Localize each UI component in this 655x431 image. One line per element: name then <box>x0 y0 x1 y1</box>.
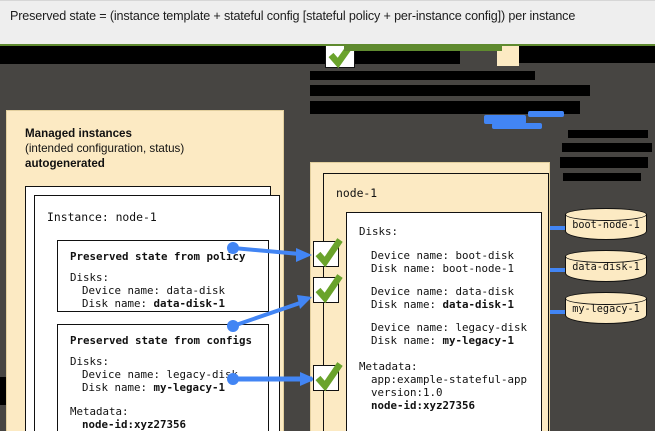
configs-metadata-label: Metadata: <box>70 405 129 418</box>
arrow-line-1 <box>232 246 301 256</box>
node-metadata-label: Metadata: <box>359 360 418 373</box>
arrow-line-2 <box>232 301 301 328</box>
node-boot-device-name: Device name: boot-disk <box>371 249 515 262</box>
redaction-bar-row3 <box>310 85 590 96</box>
green-check-icon <box>315 238 343 268</box>
instance-label: Instance: node-1 <box>47 210 157 224</box>
configs-metadata-value: node-id:xyz27356 <box>82 418 187 431</box>
redaction-bar-top-wide <box>0 45 330 64</box>
node-metadata-version: version:1.0 <box>371 386 443 399</box>
policy-disk-name: Disk name: data-disk-1 <box>82 297 225 310</box>
green-check-icon <box>315 274 343 304</box>
green-divider-rule <box>0 44 655 46</box>
redaction-bar-right-2 <box>562 143 652 152</box>
configs-disk-name-value: my-legacy-1 <box>153 381 226 394</box>
arrow-head-3 <box>300 372 316 386</box>
diagram-canvas: Managed instances (intended configuratio… <box>0 45 655 431</box>
configs-disks-label: Disks: <box>70 355 110 368</box>
node-legacy-device-name: Device name: legacy-disk <box>371 321 528 334</box>
policy-disks-label: Disks: <box>70 271 110 284</box>
header-band: Preserved state = (instance template + s… <box>0 0 655 45</box>
disk-label: my-legacy-1 <box>572 304 640 315</box>
connector-arrows <box>227 242 316 386</box>
panel-subtitle: (intended configuration, status) <box>25 142 185 155</box>
disk-cylinder-data-disk-1: data-disk-1 <box>565 250 647 284</box>
blue-scribble-2 <box>492 123 542 129</box>
check-badge-metadata <box>313 362 343 392</box>
blue-scribble-3 <box>528 111 564 117</box>
disk-connector-legacy <box>550 310 572 314</box>
redaction-bar-right-3 <box>560 157 648 168</box>
node-boot-disk-name: Disk name: boot-node-1 <box>371 262 515 275</box>
disk-top <box>565 292 647 305</box>
node-data-disk-name: Disk name: data-disk-1 <box>371 298 514 311</box>
redaction-bar-bottom-left <box>0 377 10 405</box>
blue-scribble-1 <box>484 115 526 124</box>
node-data-disk-name-value: data-disk-1 <box>442 298 515 311</box>
redaction-bar-right-4 <box>563 173 641 181</box>
disk-cylinder-my-legacy-1: my-legacy-1 <box>565 292 647 326</box>
redaction-bar-row2 <box>310 71 535 80</box>
managed-instances-panel: Managed instances (intended configuratio… <box>6 110 284 431</box>
policy-disk-name-value: data-disk-1 <box>153 297 226 310</box>
redaction-bar-top-far-right <box>518 45 655 63</box>
disk-cylinder-boot-node-1: boot-node-1 <box>565 208 647 242</box>
node-legacy-disk-name-prefix: Disk name: <box>371 334 443 347</box>
node-legacy-disk-name-value: my-legacy-1 <box>442 334 515 347</box>
configs-device-name: Device name: legacy-disk <box>82 368 239 381</box>
actual-instance-panel: node-1 Disks: Device name: boot-disk Dis… <box>310 162 550 431</box>
disk-top <box>565 250 647 263</box>
disk-top <box>565 208 647 221</box>
configs-disk-name-prefix: Disk name: <box>82 381 154 394</box>
node-disks-card: Disks: Device name: boot-disk Disk name:… <box>346 212 542 431</box>
page-title: Preserved state = (instance template + s… <box>10 9 576 23</box>
node-metadata-node-id: node-id:xyz27356 <box>371 399 476 412</box>
configs-disk-name: Disk name: my-legacy-1 <box>82 381 225 394</box>
disk-connector-boot <box>550 226 572 230</box>
disk-label: data-disk-1 <box>572 262 640 273</box>
redaction-bar-right-1 <box>568 130 648 138</box>
configs-box-heading: Preserved state from configs <box>70 334 253 347</box>
policy-box-heading: Preserved state from policy <box>70 250 246 263</box>
disk-label: boot-node-1 <box>572 220 640 231</box>
node-metadata-app: app:example-stateful-app <box>371 373 528 386</box>
node-legacy-disk-name: Disk name: my-legacy-1 <box>371 334 514 347</box>
check-badge-legacy-disk <box>313 274 343 304</box>
redaction-bar-row4 <box>310 101 580 114</box>
node-data-disk-name-prefix: Disk name: <box>371 298 443 311</box>
disk-connector-data <box>550 268 572 272</box>
green-check-icon <box>315 362 343 392</box>
check-badge-data-disk <box>313 238 343 268</box>
arrow-head-1 <box>296 248 312 262</box>
node-title: node-1 <box>336 186 378 200</box>
node-card: node-1 Disks: Device name: boot-disk Dis… <box>323 173 549 431</box>
node-data-device-name: Device name: data-disk <box>371 285 515 298</box>
panel-subtitle-autogenerated: autogenerated <box>25 157 105 170</box>
cream-chip <box>497 45 519 66</box>
green-underline-top <box>344 46 502 51</box>
policy-device-name: Device name: data-disk <box>82 284 226 297</box>
arrow-head-2 <box>297 295 312 309</box>
policy-disk-name-prefix: Disk name: <box>82 297 154 310</box>
panel-title: Managed instances <box>25 127 132 140</box>
node-disks-label: Disks: <box>359 225 399 238</box>
instance-card: Instance: node-1 Preserved state from po… <box>34 195 280 431</box>
